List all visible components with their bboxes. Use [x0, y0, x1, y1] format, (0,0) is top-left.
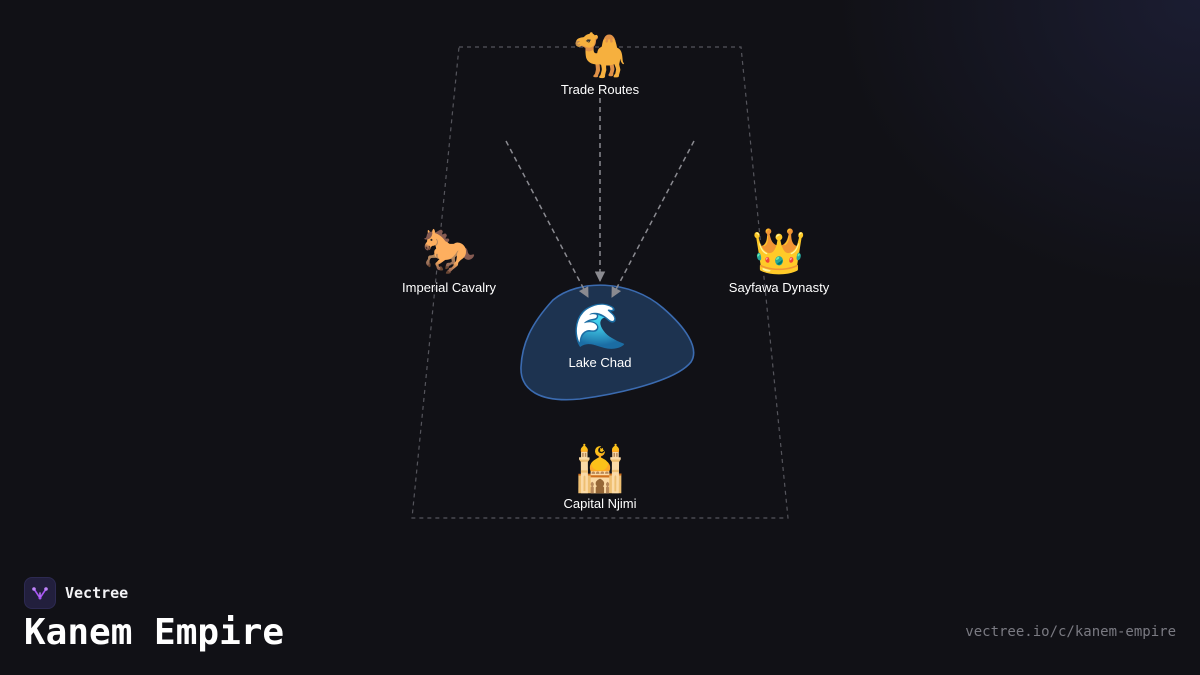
- mosque-icon: 🕌: [573, 442, 628, 495]
- region-boundary: [411, 46, 789, 519]
- wave-icon: 🌊: [573, 301, 628, 352]
- edge-dynasty-to-lake: [611, 140, 695, 298]
- page-url[interactable]: vectree.io/c/kanem-empire: [965, 624, 1176, 640]
- brand-name: Vectree: [65, 584, 129, 602]
- node-trade-routes[interactable]: 🐪 Trade Routes: [561, 30, 640, 97]
- vectree-logo-icon: [24, 577, 56, 609]
- brand: Vectree: [24, 577, 128, 609]
- node-lake-chad[interactable]: 🌊 Lake Chad: [569, 301, 632, 370]
- lake-shape: [520, 284, 695, 401]
- crown-icon: 👑: [752, 226, 807, 277]
- node-label: Capital Njimi: [564, 496, 637, 511]
- node-sayfawa-dynasty[interactable]: 👑 Sayfawa Dynasty: [729, 226, 830, 295]
- horse-icon: 🐎: [422, 226, 477, 277]
- node-label: Sayfawa Dynasty: [729, 280, 830, 295]
- node-label: Lake Chad: [569, 355, 632, 370]
- camel-icon: 🐪: [573, 30, 628, 81]
- node-label: Trade Routes: [561, 82, 640, 97]
- edge-cavalry-to-lake: [505, 140, 589, 298]
- node-label: Imperial Cavalry: [402, 280, 496, 295]
- node-imperial-cavalry[interactable]: 🐎 Imperial Cavalry: [402, 226, 496, 295]
- node-capital-njimi[interactable]: 🕌 Capital Njimi: [564, 442, 637, 511]
- page-title: Kanem Empire: [24, 612, 285, 653]
